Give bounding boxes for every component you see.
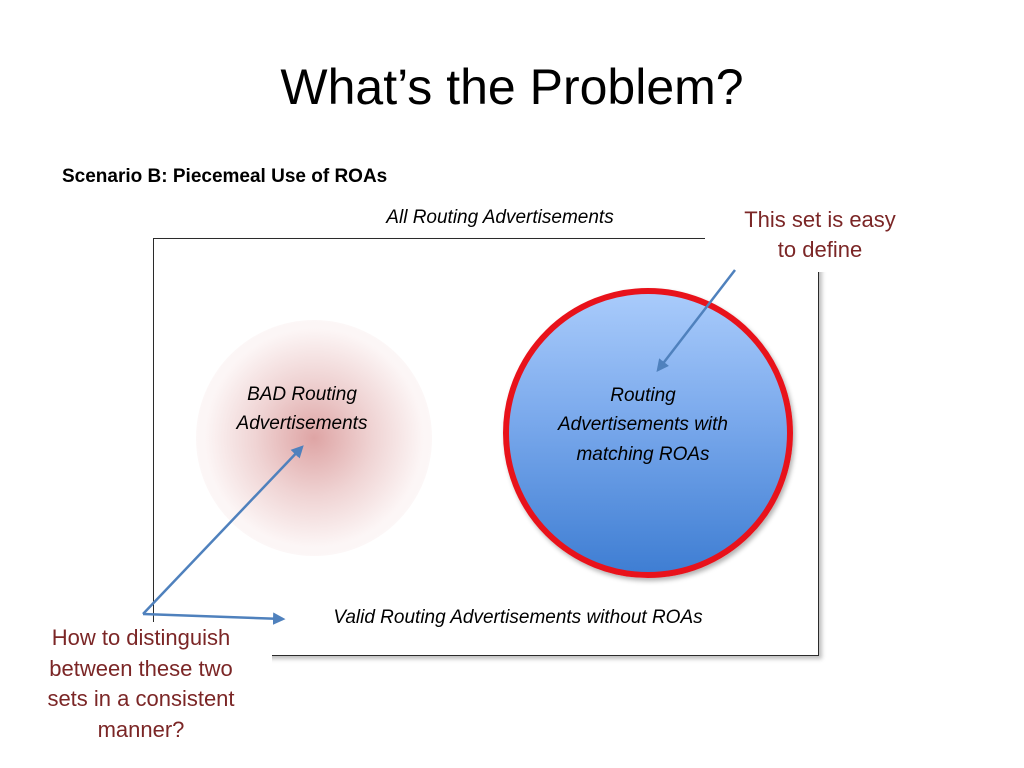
slide-subtitle: Scenario B: Piecemeal Use of ROAs xyxy=(62,166,388,187)
arrow-to-valid-set xyxy=(142,612,286,625)
callout-easy-line: This set is easy xyxy=(744,207,896,232)
callout-distinguish-line: between these two xyxy=(49,655,233,681)
all-ads-label: All Routing Advertisements xyxy=(386,207,614,228)
roa-matched-label-line: Routing xyxy=(610,385,676,406)
roa-matched-label: Routing Advertisements with matching ROA… xyxy=(523,381,763,469)
callout-background xyxy=(705,200,835,272)
callout-distinguish: How to distinguish between these two set… xyxy=(22,623,260,745)
callout-easy-to-define: This set is easy to define xyxy=(712,205,928,265)
callout-easy-line: to define xyxy=(777,236,863,262)
roa-matched-label-line: matching ROAs xyxy=(576,443,710,465)
arrow-to-roa-set xyxy=(656,269,736,372)
valid-ads-label: Valid Routing Advertisements without ROA… xyxy=(333,607,703,628)
callout-distinguish-background xyxy=(28,622,272,750)
slide-title: What’s the Problem? xyxy=(280,59,744,115)
callout-distinguish-line: How to distinguish xyxy=(51,625,231,650)
bad-ads-label-line: Advertisements xyxy=(236,413,368,435)
callout-distinguish-line: manner? xyxy=(97,716,185,742)
roa-matched-label-line: Advertisements with xyxy=(557,414,728,436)
callout-distinguish-line: sets in a consistent xyxy=(47,686,235,712)
arrow-to-bad-set xyxy=(142,445,304,615)
bad-ads-label-line: BAD Routing xyxy=(247,384,357,405)
bad-ads-label: BAD Routing Advertisements xyxy=(202,380,402,439)
roa-matched-set xyxy=(503,288,793,578)
